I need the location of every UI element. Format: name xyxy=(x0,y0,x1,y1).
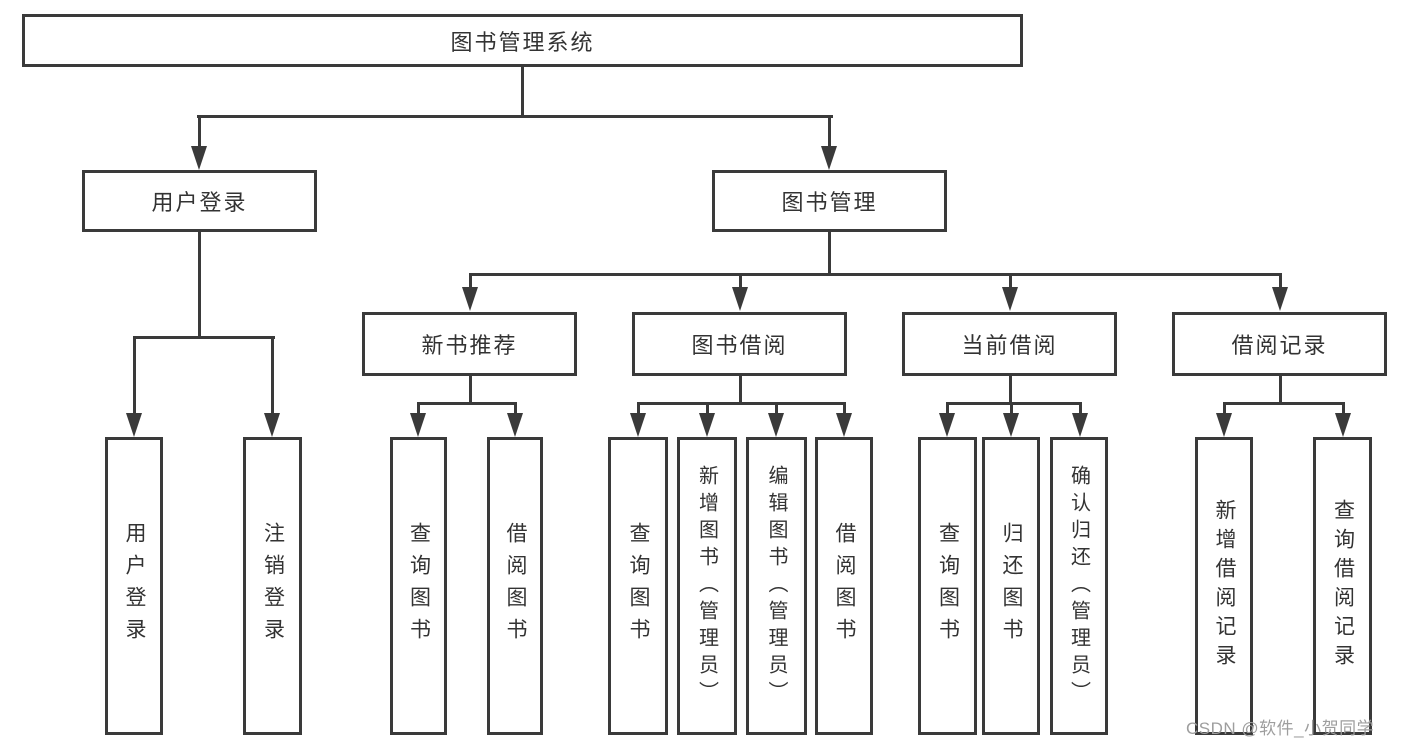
arrowhead-newbook xyxy=(462,287,478,311)
connector-leaf-return-drop xyxy=(1010,402,1013,416)
node-book-borrow: 图书借阅 xyxy=(632,312,847,376)
arrowhead-leaf-queryrecord xyxy=(1335,413,1351,437)
arrowhead-leaf-editbook xyxy=(768,413,784,437)
arrowhead-currentborrow xyxy=(1002,287,1018,311)
connector-currentborrow-hline xyxy=(946,402,1082,405)
arrowhead-book-mgmt xyxy=(821,146,837,170)
node-new-book-recommend: 新书推荐 xyxy=(362,312,577,376)
connector-leaf-login-drop xyxy=(133,336,136,416)
connector-root-stem xyxy=(521,67,524,118)
connector-newbook-drop xyxy=(469,273,472,289)
node-user-login: 用户登录 xyxy=(82,170,317,232)
connector-leaf-borrow2-drop xyxy=(843,402,846,416)
connector-user-login-stem xyxy=(198,232,201,339)
connector-bookborrow-drop xyxy=(739,273,742,289)
connector-book-mgmt-drop xyxy=(828,115,831,150)
arrowhead-leaf-query3 xyxy=(939,413,955,437)
leaf-query-borrow-record: 查询借阅记录 xyxy=(1313,437,1372,735)
arrowhead-leaf-login xyxy=(126,413,142,437)
arrowhead-leaf-borrow2 xyxy=(836,413,852,437)
leaf-user-login: 用户登录 xyxy=(105,437,163,735)
arrowhead-leaf-query2 xyxy=(630,413,646,437)
connector-book-mgmt-stem xyxy=(828,232,831,276)
connector-leaf-confirm-drop xyxy=(1079,402,1082,416)
connector-newbook-stem xyxy=(469,376,472,405)
arrowhead-bookborrow xyxy=(732,287,748,311)
connector-user-login-drop xyxy=(198,115,201,150)
node-library-management-system: 图书管理系统 xyxy=(22,14,1023,67)
connector-borrowrecord-drop xyxy=(1279,273,1282,289)
connector-leaf-query3-drop xyxy=(946,402,949,416)
leaf-borrow-book-recommend: 借阅图书 xyxy=(487,437,543,735)
connector-level2-hline xyxy=(469,273,1282,276)
leaf-edit-book-admin: 编辑图书（管理员） xyxy=(746,437,807,735)
connector-level1-hline xyxy=(197,115,833,118)
connector-leaf-editbook-drop xyxy=(775,402,778,416)
connector-leaf-addrecord-drop xyxy=(1223,402,1226,416)
leaf-query-book-recommend: 查询图书 xyxy=(390,437,447,735)
leaf-query-book-borrow: 查询图书 xyxy=(608,437,668,735)
connector-leaf-borrow1-drop xyxy=(514,402,517,416)
arrowhead-leaf-query1 xyxy=(410,413,426,437)
arrowhead-leaf-addbook xyxy=(699,413,715,437)
arrowhead-borrowrecord xyxy=(1272,287,1288,311)
connector-leaf-logout-drop xyxy=(271,336,274,416)
connector-user-login-hline xyxy=(133,336,275,339)
leaf-add-book-admin: 新增图书（管理员） xyxy=(677,437,737,735)
connector-leaf-query1-drop xyxy=(417,402,420,416)
arrowhead-leaf-return xyxy=(1003,413,1019,437)
connector-borrowrecord-stem xyxy=(1279,376,1282,405)
connector-leaf-query2-drop xyxy=(637,402,640,416)
arrowhead-leaf-logout xyxy=(264,413,280,437)
node-current-borrow: 当前借阅 xyxy=(902,312,1117,376)
node-book-management: 图书管理 xyxy=(712,170,947,232)
csdn-watermark: CSDN @软件_小贺同学 xyxy=(1186,719,1375,738)
connector-bookborrow-stem xyxy=(739,376,742,405)
leaf-add-borrow-record: 新增借阅记录 xyxy=(1195,437,1253,735)
node-borrow-records: 借阅记录 xyxy=(1172,312,1387,376)
leaf-return-book: 归还图书 xyxy=(982,437,1040,735)
connector-bookborrow-hline xyxy=(637,402,846,405)
connector-leaf-queryrecord-drop xyxy=(1342,402,1345,416)
arrowhead-user-login xyxy=(191,146,207,170)
arrowhead-leaf-addrecord xyxy=(1216,413,1232,437)
arrowhead-leaf-borrow1 xyxy=(507,413,523,437)
connector-leaf-addbook-drop xyxy=(706,402,709,416)
connector-currentborrow-drop xyxy=(1009,273,1012,289)
arrowhead-leaf-confirm xyxy=(1072,413,1088,437)
connector-newbook-hline xyxy=(417,402,517,405)
leaf-logout: 注销登录 xyxy=(243,437,302,735)
leaf-query-book-current: 查询图书 xyxy=(918,437,977,735)
connector-borrowrecord-hline xyxy=(1223,402,1345,405)
connector-currentborrow-stem xyxy=(1009,376,1012,405)
leaf-confirm-return-admin: 确认归还（管理员） xyxy=(1050,437,1108,735)
leaf-borrow-book: 借阅图书 xyxy=(815,437,873,735)
